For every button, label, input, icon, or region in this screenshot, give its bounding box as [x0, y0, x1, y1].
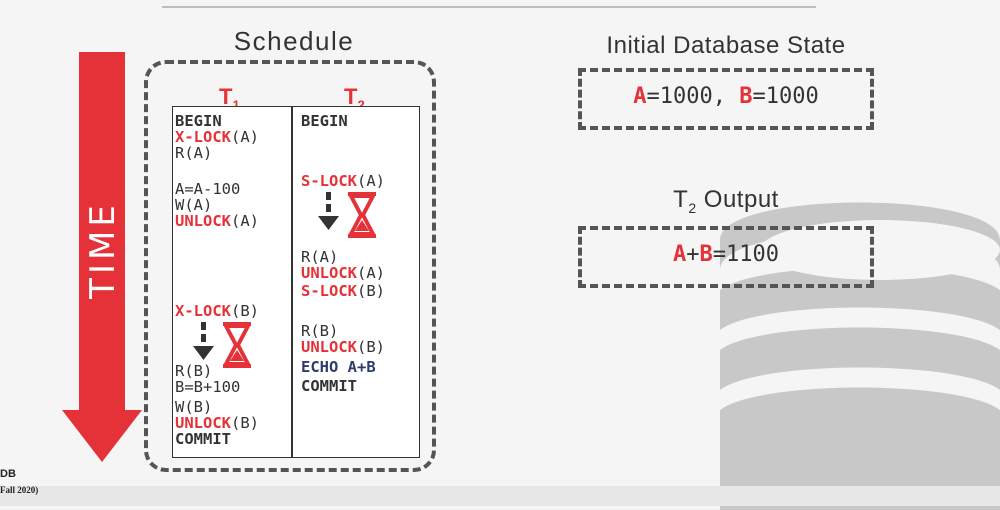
t1-xlock-b: X-LOCK(B) [175, 302, 259, 320]
schedule-title: Schedule [233, 26, 355, 56]
t2-slock-b: S-LOCK(B) [301, 282, 385, 300]
t1-wait-indicator [193, 322, 251, 368]
t2-slock-a: S-LOCK(A) [301, 172, 385, 190]
t1-commit: COMMIT [175, 430, 231, 448]
t2-begin: BEGIN [301, 112, 348, 130]
footer-bar [0, 486, 1000, 506]
initial-state-values: A=1000, B=1000 [633, 84, 819, 109]
t1-xlock-a: X-LOCK(A) [175, 128, 259, 146]
footer-semester-label: Fall 2020) [0, 485, 39, 495]
time-label: TIME [83, 201, 123, 299]
t2-read-b: R(B) [301, 322, 339, 340]
initial-state-title: Initial Database State [606, 32, 846, 59]
t1-calc-b: B=B+100 [175, 378, 241, 396]
hourglass-icon [223, 322, 251, 368]
schedule-frame [144, 60, 436, 472]
t2-unlock-b: UNLOCK(B) [301, 338, 385, 356]
t1-read-a: R(A) [175, 144, 213, 162]
t1-begin: BEGIN [175, 112, 222, 130]
t1-unlock-a: UNLOCK(A) [175, 212, 259, 230]
t1-unlock-b: UNLOCK(B) [175, 414, 259, 432]
t2-read-a: R(A) [301, 248, 339, 266]
t2-commit: COMMIT [301, 377, 357, 395]
t1-write-a: W(A) [175, 196, 213, 214]
t2-echo: ECHO A+B [301, 358, 376, 376]
column-divider [291, 106, 293, 458]
schedule-table [172, 106, 420, 458]
t2-wait-indicator [318, 192, 376, 238]
down-arrow-icon [193, 322, 214, 360]
output-title: T2 Output [673, 186, 779, 216]
t1-read-b: R(B) [175, 362, 213, 380]
hourglass-icon [348, 192, 376, 238]
t2-header: T2 [344, 84, 365, 113]
time-arrow-icon [62, 52, 142, 462]
t2-unlock-a: UNLOCK(A) [301, 264, 385, 282]
top-rule [162, 6, 816, 8]
down-arrow-icon [318, 192, 339, 230]
output-values: A+B=1100 [673, 242, 779, 267]
output-box: A+B=1100 [578, 226, 874, 288]
t1-calc-a: A=A-100 [175, 180, 241, 198]
t1-header: T1 [219, 84, 240, 113]
footer-course-label: DB [0, 468, 16, 480]
initial-state-box: A=1000, B=1000 [578, 68, 874, 130]
database-logo-watermark [720, 202, 1000, 510]
t1-write-b: W(B) [175, 398, 213, 416]
